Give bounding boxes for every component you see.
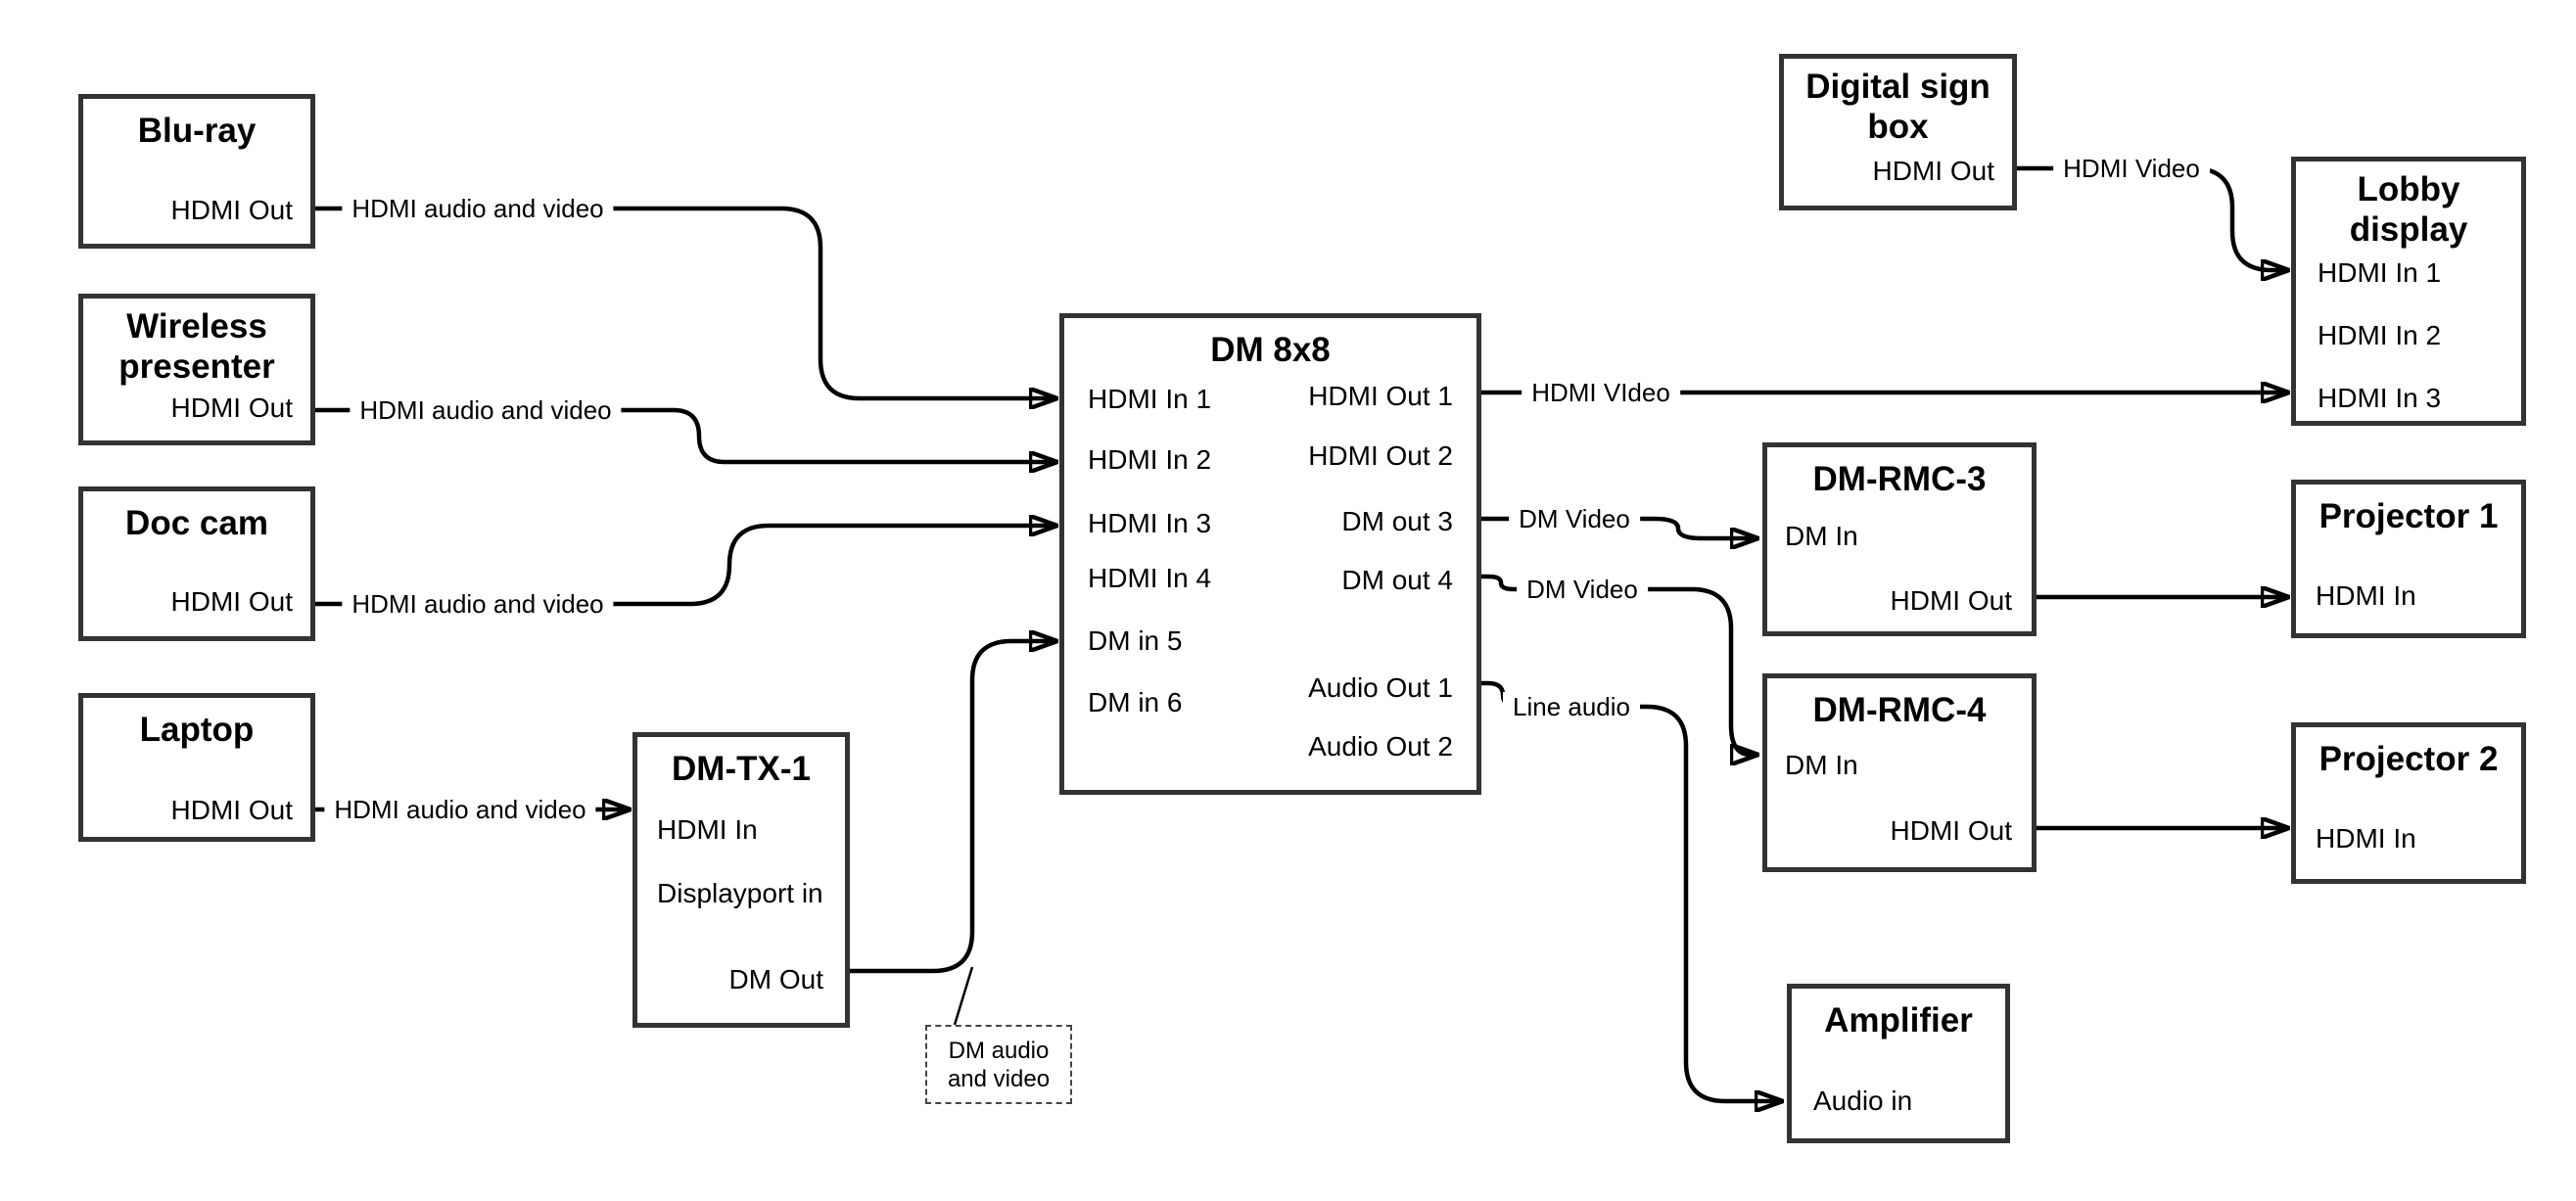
edge-doccam-to-dm8x8-in3	[315, 526, 1055, 607]
edge-dmtx1-to-dm8x8-in5	[850, 641, 1055, 974]
port-dmrmc3-dm-in: DM In	[1785, 521, 1858, 551]
port-lobby-hdmi-in-3: HDMI In 3	[2318, 383, 2442, 413]
node-title: Doc cam	[125, 504, 268, 542]
port-dmrmc4-dm-in: DM In	[1785, 750, 1858, 780]
edge-label-laptop: HDMI audio and video	[324, 795, 596, 824]
port-dm8x8-audio-out-2: Audio Out 2	[1308, 731, 1453, 762]
edge-label-wireless: HDMI audio and video	[350, 395, 622, 425]
node-title: Lobby display	[2349, 170, 2468, 249]
edge-bluray-to-dm8x8-in1	[315, 206, 1055, 398]
port-dm8x8-dm-in-5: DM in 5	[1088, 625, 1183, 656]
node-dmrmc3: DM-RMC-3 DM In HDMI Out	[1762, 442, 2037, 636]
port-dmrmc4-hdmi-out: HDMI Out	[1890, 815, 2012, 846]
node-title: DM-TX-1	[672, 750, 811, 788]
edge-digsign-to-lobby-in1	[2017, 165, 2287, 270]
node-title: Amplifier	[1824, 1001, 1973, 1039]
node-title: DM-RMC-4	[1812, 691, 1987, 729]
node-title: Wireless presenter	[118, 307, 275, 386]
node-title: DM-RMC-3	[1812, 460, 1987, 498]
node-title: DM 8x8	[1210, 331, 1331, 369]
edge-dm8x8-out3-to-dmrmc3	[1481, 516, 1756, 538]
node-title: Blu-ray	[137, 112, 257, 150]
port-dm8x8-hdmi-in-2: HDMI In 2	[1088, 444, 1212, 475]
edge-label-line-audio: Line audio	[1503, 692, 1640, 721]
node-lobby-display: Lobby display HDMI In 1 HDMI In 2 HDMI I…	[2291, 157, 2526, 426]
node-wireless-presenter: Wireless presenter HDMI Out	[78, 294, 315, 445]
edge-label-dm-video-out4: DM Video	[1517, 575, 1648, 604]
note-text: DM audio and video	[947, 1037, 1051, 1092]
port-dm8x8-hdmi-in-4: HDMI In 4	[1088, 563, 1212, 593]
node-amplifier: Amplifier Audio in	[1787, 984, 2010, 1143]
edge-label-bluray: HDMI audio and video	[342, 194, 614, 223]
port-proj1-hdmi-in: HDMI In	[2316, 580, 2416, 611]
port-doccam-hdmi-out: HDMI Out	[170, 586, 293, 617]
node-bluray: Blu-ray HDMI Out	[78, 94, 315, 249]
edge-label-doccam: HDMI audio and video	[342, 589, 614, 619]
port-dm8x8-hdmi-out-2: HDMI Out 2	[1308, 440, 1453, 471]
port-lobby-hdmi-in-2: HDMI In 2	[2318, 320, 2442, 350]
port-dm8x8-dm-in-6: DM in 6	[1088, 687, 1183, 717]
note-leader-line	[953, 966, 974, 1026]
edge-label-hdmi-video-out1: HDMI VIdeo	[1522, 378, 1680, 407]
port-lobby-hdmi-in-1: HDMI In 1	[2318, 257, 2442, 288]
edge-dm8x8-out4-to-dmrmc4	[1481, 574, 1756, 755]
port-dm8x8-dm-out-3: DM out 3	[1341, 506, 1453, 536]
node-doc-cam: Doc cam HDMI Out	[78, 486, 315, 641]
node-laptop: Laptop HDMI Out	[78, 693, 315, 842]
node-projector-1: Projector 1 HDMI In	[2291, 480, 2526, 638]
node-title: Projector 1	[2318, 497, 2499, 535]
edge-label-hdmi-video-digsign: HDMI Video	[2053, 154, 2210, 183]
node-title: Digital sign box	[1805, 68, 1991, 146]
port-dmtx1-hdmi-in: HDMI In	[657, 814, 758, 845]
node-dmtx1: DM-TX-1 HDMI In Displayport in DM Out	[632, 732, 850, 1028]
port-proj2-hdmi-in: HDMI In	[2316, 823, 2416, 854]
port-digsign-hdmi-out: HDMI Out	[1872, 156, 1994, 186]
node-digital-sign-box: Digital sign box HDMI Out	[1779, 54, 2017, 210]
port-dmrmc3-hdmi-out: HDMI Out	[1890, 585, 2012, 616]
note-dm-audio-and-video: DM audio and video	[925, 1025, 1072, 1104]
node-dmrmc4: DM-RMC-4 DM In HDMI Out	[1762, 673, 2037, 872]
edge-wireless-to-dm8x8-in2	[315, 407, 1055, 462]
node-title: Projector 2	[2318, 740, 2499, 778]
node-title: Laptop	[139, 711, 255, 749]
port-dmtx1-displayport-in: Displayport in	[657, 878, 823, 908]
port-dmtx1-dm-out: DM Out	[728, 964, 823, 994]
port-dm8x8-hdmi-in-3: HDMI In 3	[1088, 508, 1212, 538]
port-bluray-hdmi-out: HDMI Out	[170, 195, 293, 225]
port-amp-audio-in: Audio in	[1813, 1086, 1913, 1116]
port-wireless-hdmi-out: HDMI Out	[170, 393, 293, 423]
edge-dm8x8-aout1-to-amp	[1481, 680, 1781, 1101]
node-dm8x8: DM 8x8 HDMI In 1 HDMI In 2 HDMI In 3 HDM…	[1059, 313, 1481, 795]
port-laptop-hdmi-out: HDMI Out	[170, 795, 293, 825]
node-projector-2: Projector 2 HDMI In	[2291, 722, 2526, 884]
port-dm8x8-dm-out-4: DM out 4	[1341, 565, 1453, 595]
port-dm8x8-hdmi-out-1: HDMI Out 1	[1308, 381, 1453, 411]
edge-label-dm-video-out3: DM Video	[1509, 504, 1640, 533]
port-dm8x8-hdmi-in-1: HDMI In 1	[1088, 384, 1212, 414]
port-dm8x8-audio-out-1: Audio Out 1	[1308, 672, 1453, 703]
